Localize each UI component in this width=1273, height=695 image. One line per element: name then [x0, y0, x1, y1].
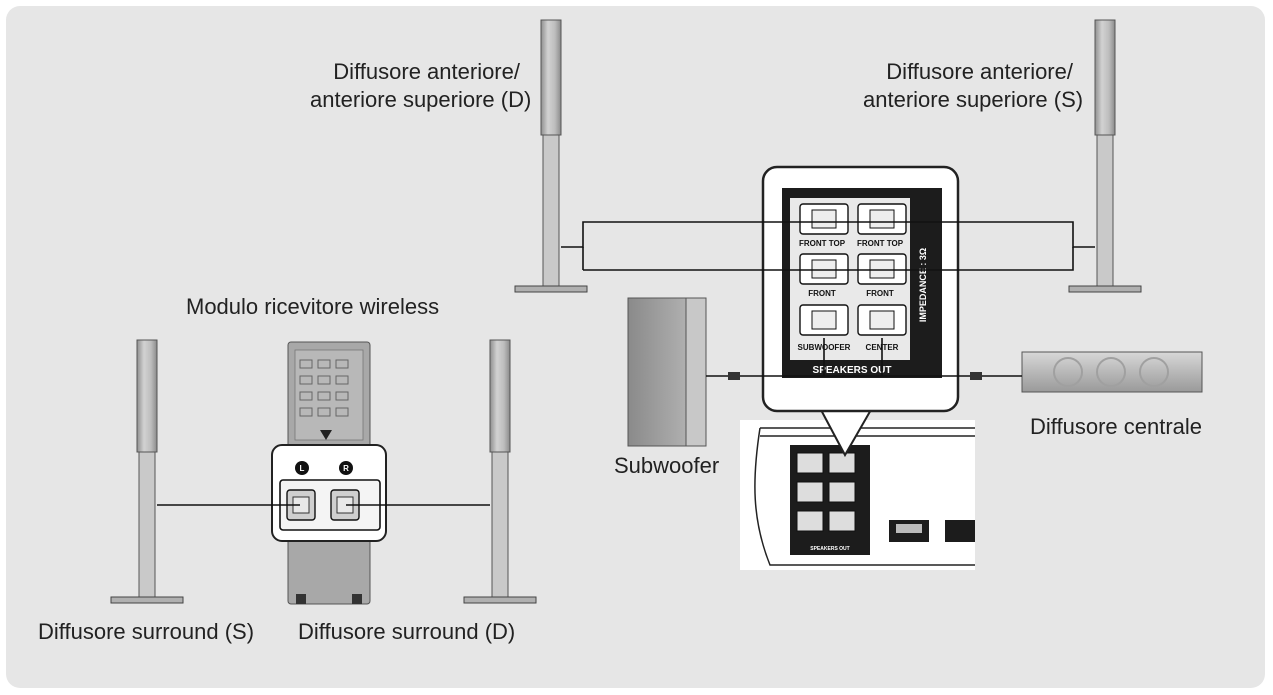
- jack-center: [857, 304, 907, 336]
- terminal-r-jack: [330, 489, 360, 521]
- jack-front-2: [857, 253, 907, 285]
- surround-left-speaker: [110, 339, 184, 604]
- label-front-1: FRONT: [808, 289, 836, 298]
- center-speaker-label: Diffusore centrale: [1030, 414, 1203, 439]
- callout-pointer: [819, 407, 873, 458]
- terminal-r-badge: [339, 461, 353, 475]
- receiver-rear-panel: SPEAKERS OUT HDMI OUT: [740, 420, 975, 570]
- subwoofer-speaker: [627, 297, 707, 447]
- label-front-top-2: FRONT TOP: [857, 239, 904, 248]
- label-front-2: FRONT: [866, 289, 894, 298]
- front-right-label: Diffusore anteriore/ anteriore superiore…: [310, 59, 532, 112]
- rear-speakers-out-label: SPEAKERS OUT: [810, 546, 849, 552]
- surround-right-label: Diffusore surround (D): [298, 619, 516, 644]
- front-left-speaker: [1068, 19, 1142, 293]
- connection-wires: [157, 221, 1095, 506]
- terminal-l-jack: [286, 489, 316, 521]
- terminal-l-text: L: [300, 464, 305, 473]
- jack-front-top-2: [857, 203, 907, 235]
- terminal-panel-callout: FRONT TOP FRONT TOP FRONT FRONT SUBWOOFE…: [761, 165, 960, 413]
- jack-front-top-1: [799, 203, 849, 235]
- surround-left-label: Diffusore surround (S): [38, 619, 255, 644]
- wireless-module-label: Modulo ricevitore wireless: [186, 294, 440, 319]
- label-impedance: IMPEDANCE : 3Ω: [918, 248, 928, 322]
- label-front-top-1: FRONT TOP: [799, 239, 846, 248]
- label-speakers-out: SPEAKERS OUT: [813, 365, 892, 376]
- wireless-terminal-callout: L R: [271, 444, 387, 542]
- jack-front-1: [799, 253, 849, 285]
- hdmi-out-label: HDMI OUT: [897, 548, 922, 554]
- center-speaker: [1021, 351, 1203, 393]
- front-left-label: Diffusore anteriore/ anteriore superiore…: [863, 59, 1084, 112]
- front-right-speaker: [514, 19, 588, 293]
- jack-subwoofer: [799, 304, 849, 336]
- terminal-l-badge: [295, 461, 309, 475]
- terminal-r-text: R: [343, 464, 349, 473]
- subwoofer-label: Subwoofer: [614, 453, 720, 478]
- surround-right-speaker: [463, 339, 537, 604]
